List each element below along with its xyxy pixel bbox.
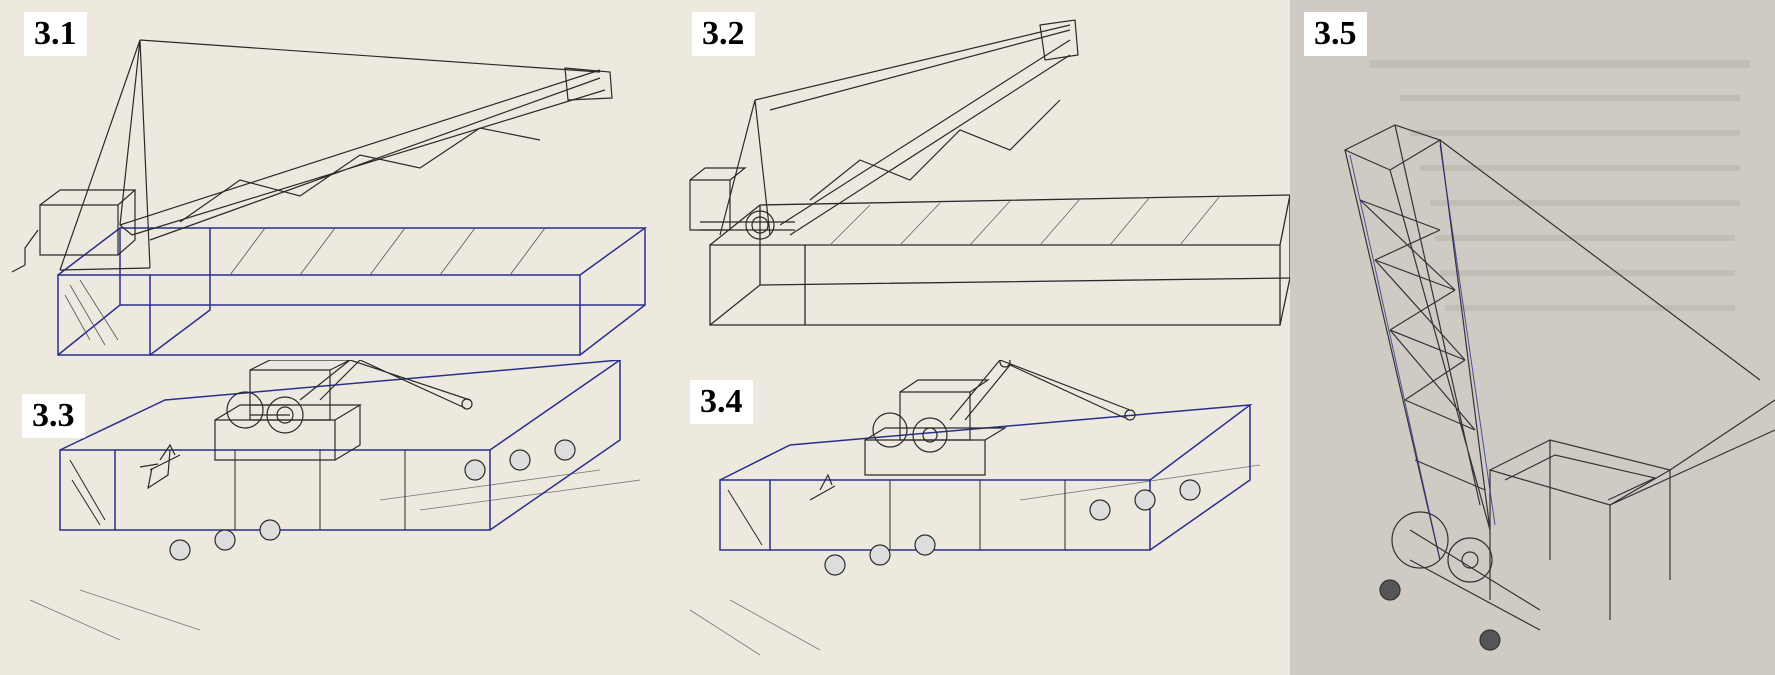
panel-label-3-4: 3.4 [690, 380, 753, 424]
panel-3-3 [0, 360, 660, 675]
drawing-3-2 [689, 19, 1290, 326]
panel-label-3-5: 3.5 [1304, 12, 1367, 56]
panel-3-1 [0, 0, 660, 360]
panel-3-5 [1290, 0, 1775, 675]
panel-3-4 [660, 360, 1290, 675]
drawing-3-5 [1343, 60, 1775, 651]
drawing-3-4 [689, 360, 1261, 656]
panel-label-3-2: 3.2 [692, 12, 755, 56]
drawing-3-3 [29, 360, 641, 641]
panel-3-2 [660, 0, 1290, 360]
panel-label-3-1: 3.1 [24, 12, 87, 56]
paper-sheet [0, 0, 1290, 675]
panel-label-3-3: 3.3 [22, 394, 85, 438]
drawing-3-1 [11, 39, 648, 356]
photo-background [1290, 0, 1775, 675]
